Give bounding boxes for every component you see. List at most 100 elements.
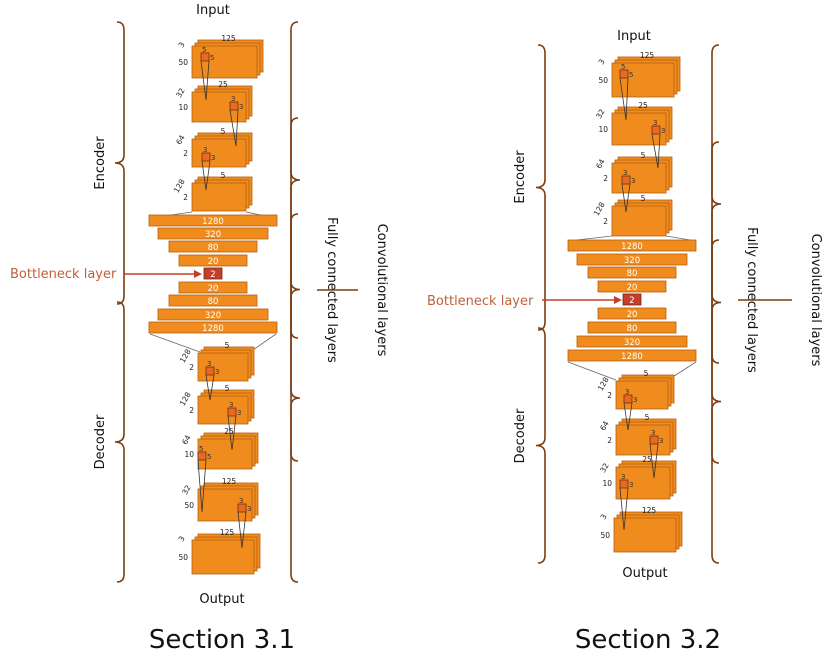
width-label: 25 bbox=[224, 427, 234, 436]
encoder-kernel: 33 bbox=[201, 146, 215, 191]
panel-section-3-1: Input12550325103252645212855333312803208… bbox=[10, 3, 389, 655]
height-label: 50 bbox=[178, 553, 188, 562]
dense-layer-bar bbox=[178, 281, 248, 294]
kernel-funnel bbox=[621, 183, 631, 213]
kernel-size-label: 3 bbox=[631, 177, 635, 185]
kernel-size-label: 3 bbox=[239, 103, 243, 111]
dense-size-label: 1280 bbox=[621, 352, 643, 362]
dense-layer-bar bbox=[587, 266, 677, 279]
dense-size-label: 2 bbox=[629, 296, 634, 306]
kernel-size-label: 3 bbox=[203, 146, 207, 154]
kernel-size-label: 5 bbox=[202, 46, 206, 54]
kernel-size-label: 3 bbox=[651, 429, 655, 437]
bottleneck-node bbox=[203, 267, 223, 280]
dense-layer-bar bbox=[157, 227, 269, 240]
encoder-kernel: 33 bbox=[229, 95, 243, 147]
depth-label: 3 bbox=[597, 57, 607, 66]
width-label: 125 bbox=[222, 477, 237, 486]
depth-label: 128 bbox=[596, 375, 611, 392]
decoder-label: Decoder bbox=[93, 414, 108, 469]
feature-map-sheet bbox=[197, 352, 249, 382]
dense-layer-bar bbox=[567, 239, 697, 252]
feature-map-sheet bbox=[191, 539, 255, 575]
width-label: 25 bbox=[638, 101, 648, 110]
width-label: 125 bbox=[221, 34, 236, 43]
width-label: 5 bbox=[221, 171, 226, 180]
kernel-square bbox=[651, 125, 661, 135]
kernel-size-label: 5 bbox=[629, 71, 633, 79]
kernel-funnel bbox=[205, 374, 215, 401]
depth-label: 3 bbox=[599, 512, 609, 521]
fully-connected-brace bbox=[290, 117, 301, 462]
dense-layer: 20 bbox=[178, 254, 248, 267]
height-label: 50 bbox=[184, 501, 194, 510]
dense-size-label: 320 bbox=[624, 256, 640, 266]
height-label: 2 bbox=[607, 436, 612, 445]
fully-connected-brace bbox=[711, 141, 722, 464]
feature-map-sheet bbox=[611, 205, 667, 237]
encoder-kernel: 33 bbox=[621, 169, 635, 213]
kernel-size-label: 3 bbox=[625, 388, 629, 396]
section-title: Section 3.1 bbox=[149, 625, 295, 655]
decoder-label: Decoder bbox=[513, 408, 528, 463]
kernel-funnel bbox=[237, 511, 247, 549]
feature-map-sheet bbox=[611, 62, 675, 98]
height-label: 10 bbox=[598, 125, 608, 134]
depth-label: 32 bbox=[174, 86, 187, 99]
kernel-funnel bbox=[200, 60, 210, 101]
kernel-square bbox=[619, 479, 629, 489]
dense-layer: 20 bbox=[597, 280, 667, 293]
kernel-square bbox=[205, 366, 215, 376]
width-label: 5 bbox=[641, 194, 646, 203]
kernel-size-label: 3 bbox=[623, 169, 627, 177]
height-label: 50 bbox=[600, 531, 610, 540]
depth-label: 3 bbox=[177, 40, 187, 49]
section-title: Section 3.2 bbox=[575, 625, 721, 655]
convolutional-label: Convolutional layers bbox=[374, 224, 389, 357]
decoder-kernel: 33 bbox=[227, 401, 241, 451]
dense-size-label: 1280 bbox=[202, 217, 224, 227]
kernel-square bbox=[623, 394, 633, 404]
dense-size-label: 20 bbox=[208, 257, 219, 267]
width-label: 5 bbox=[645, 413, 650, 422]
encoder-kernel: 33 bbox=[651, 119, 665, 169]
kernel-size-label: 5 bbox=[207, 453, 211, 461]
encoder-kernel: 55 bbox=[619, 63, 633, 121]
kernel-size-label: 3 bbox=[237, 409, 241, 417]
width-label: 5 bbox=[225, 341, 230, 350]
dense-layer: 320 bbox=[157, 308, 269, 321]
width-label: 25 bbox=[218, 80, 228, 89]
kernel-funnel bbox=[229, 109, 239, 147]
decoder-kernel: 33 bbox=[623, 388, 637, 431]
kernel-square bbox=[621, 175, 631, 185]
kernel-size-label: 3 bbox=[211, 154, 215, 162]
height-label: 50 bbox=[178, 58, 188, 67]
encoder-conv-block: 125 50 3 bbox=[177, 34, 264, 79]
dense-size-label: 20 bbox=[627, 283, 638, 293]
kernel-size-label: 5 bbox=[621, 63, 625, 71]
bottleneck-arrowhead bbox=[614, 296, 622, 304]
feature-map-sheet bbox=[191, 182, 247, 212]
depth-label: 128 bbox=[172, 177, 187, 194]
feature-map-sheet bbox=[197, 395, 249, 425]
kernel-size-label: 5 bbox=[199, 445, 203, 453]
kernel-funnel bbox=[201, 160, 211, 191]
height-label: 2 bbox=[607, 391, 612, 400]
bottleneck-arrowhead bbox=[194, 270, 202, 278]
kernel-funnel bbox=[197, 459, 207, 513]
height-label: 2 bbox=[603, 217, 608, 226]
kernel-funnel bbox=[623, 402, 633, 431]
dense-layer: 20 bbox=[597, 307, 667, 320]
encoder-kernel: 55 bbox=[200, 46, 214, 101]
dense-size-label: 80 bbox=[208, 297, 219, 307]
kernel-size-label: 3 bbox=[633, 396, 637, 404]
dense-layer: 1280 bbox=[567, 349, 697, 362]
height-label: 2 bbox=[189, 363, 194, 372]
depth-label: 128 bbox=[592, 200, 607, 217]
